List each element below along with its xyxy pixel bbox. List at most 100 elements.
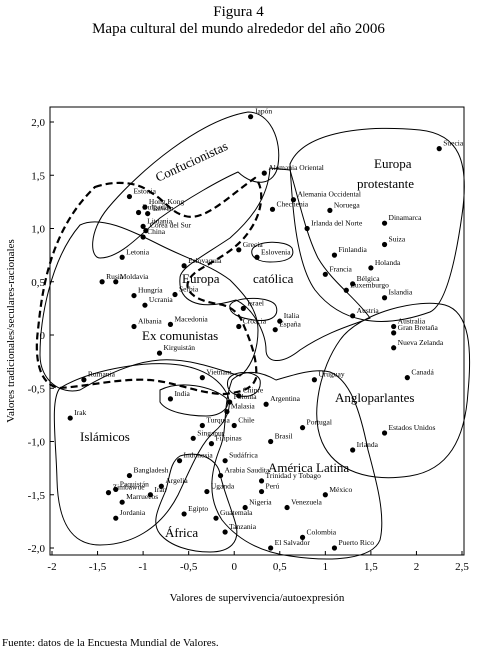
point-label: Malasia xyxy=(231,402,255,411)
region-label-europa-protestante-1: Europa xyxy=(374,156,412,171)
point-label: Vietnam xyxy=(206,368,232,377)
point-label: Luxemburgo xyxy=(350,280,389,289)
data-point xyxy=(142,204,148,210)
data-point xyxy=(240,305,246,311)
region-label-ex-comunistas: Ex comunistas xyxy=(142,328,218,343)
point-label: Bulgaria xyxy=(143,203,169,212)
x-tick-label: -1,5 xyxy=(89,561,107,573)
point-label: Indonesia xyxy=(184,451,214,460)
data-point xyxy=(327,207,333,213)
data-point xyxy=(208,441,215,447)
point-label: Puerto Rico xyxy=(338,538,374,547)
point-label: Brasil xyxy=(275,432,293,441)
y-tick-label: -1,5 xyxy=(28,490,46,502)
point-label: Estados Unidos xyxy=(389,423,436,432)
y-tick-label: -2,0 xyxy=(28,543,46,555)
data-point xyxy=(158,483,164,489)
point-label: Dinamarca xyxy=(389,213,423,222)
data-point xyxy=(67,415,73,421)
region-boundary-angloparlantes xyxy=(316,302,471,479)
point-label: Hungría xyxy=(138,286,163,295)
data-point xyxy=(131,292,137,299)
point-label: Guatemala xyxy=(220,508,253,517)
point-label: Tanzania xyxy=(229,522,257,531)
data-point xyxy=(172,291,178,298)
point-label: Irak xyxy=(74,408,86,417)
data-point xyxy=(343,287,349,293)
point-label: Marruecos xyxy=(126,492,158,501)
point-label: Nueva Zelanda xyxy=(398,338,444,347)
data-point xyxy=(350,281,356,287)
figure-number: Figura 4 xyxy=(213,4,264,20)
point-label: Chile xyxy=(238,416,255,425)
point-label: Kirguistán xyxy=(164,343,196,352)
point-label: Hong Kong xyxy=(149,197,184,206)
data-point xyxy=(404,375,410,381)
y-tick-label: 1,5 xyxy=(31,170,45,182)
region-label-confucionistas: Confucionistas xyxy=(153,138,230,185)
data-point xyxy=(181,263,187,269)
point-label: El Salvador xyxy=(275,538,311,547)
region-boundary-confucionistas xyxy=(92,111,280,259)
point-label: Moldavia xyxy=(120,272,149,281)
data-point xyxy=(204,488,210,495)
point-label: Eslovaquia xyxy=(188,256,222,265)
data-point xyxy=(99,279,105,285)
data-point xyxy=(350,447,356,453)
point-label: Jordania xyxy=(120,508,146,517)
point-label: Croacia xyxy=(243,316,267,325)
point-label: Canadá xyxy=(411,368,434,377)
data-point xyxy=(331,252,338,258)
point-label: Alemania Occidental xyxy=(297,190,361,199)
figure-source: Fuente: datos de la Encuesta Mundial de … xyxy=(2,637,219,649)
point-label: Bélgica xyxy=(357,274,381,283)
region-boundary-europa-catolica xyxy=(179,167,371,361)
point-label: Uganda xyxy=(211,482,235,491)
data-point xyxy=(199,422,205,429)
x-tick-label: 1,5 xyxy=(364,561,378,573)
y-axis-label: Valores tradicionales/seculares-racional… xyxy=(5,239,17,423)
point-label: Rusia xyxy=(106,272,124,281)
data-point xyxy=(222,529,228,535)
data-point xyxy=(261,170,267,176)
y-tick-label: -1,0 xyxy=(28,437,46,449)
plot-frame xyxy=(49,106,465,556)
data-point xyxy=(381,430,388,436)
y-tick-label: 2,0 xyxy=(31,117,45,129)
y-tick-label: -0,5 xyxy=(28,383,46,395)
data-point xyxy=(181,511,187,517)
point-label: Macedonia xyxy=(174,314,208,323)
x-tick-label: -0,5 xyxy=(180,561,198,573)
x-tick-label: 2,5 xyxy=(455,561,469,573)
data-point xyxy=(284,504,290,511)
data-point xyxy=(227,399,233,405)
point-label: Alemania Oriental xyxy=(268,163,324,172)
data-point xyxy=(263,401,269,407)
data-point xyxy=(199,375,205,381)
data-point xyxy=(119,254,125,260)
data-point xyxy=(272,327,278,333)
y-tick-label: 1,0 xyxy=(31,224,45,236)
point-label: Trinidad y Tobago xyxy=(266,471,322,480)
data-point xyxy=(119,499,125,505)
point-label: Japón xyxy=(255,107,273,116)
region-boundary-israel xyxy=(229,297,278,321)
data-point xyxy=(290,197,297,203)
point-label: Serbia xyxy=(179,285,199,294)
point-label: Lituania xyxy=(147,216,173,225)
data-point xyxy=(304,225,310,232)
point-label: Taiwán xyxy=(152,204,174,213)
data-point xyxy=(131,323,137,330)
data-point xyxy=(322,492,328,498)
x-tick-label: -2 xyxy=(47,561,56,573)
point-label: Irán xyxy=(154,485,166,494)
point-label: Irlanda del Norte xyxy=(311,219,363,228)
region-boundary-america-latina xyxy=(211,370,383,560)
data-point xyxy=(167,396,174,402)
data-point xyxy=(222,458,228,464)
region-boundary-ex-comunistas xyxy=(39,221,259,392)
point-label: Sudáfrica xyxy=(229,451,258,460)
point-label: Letonia xyxy=(126,247,150,256)
data-point xyxy=(126,193,133,200)
data-point xyxy=(299,534,306,540)
